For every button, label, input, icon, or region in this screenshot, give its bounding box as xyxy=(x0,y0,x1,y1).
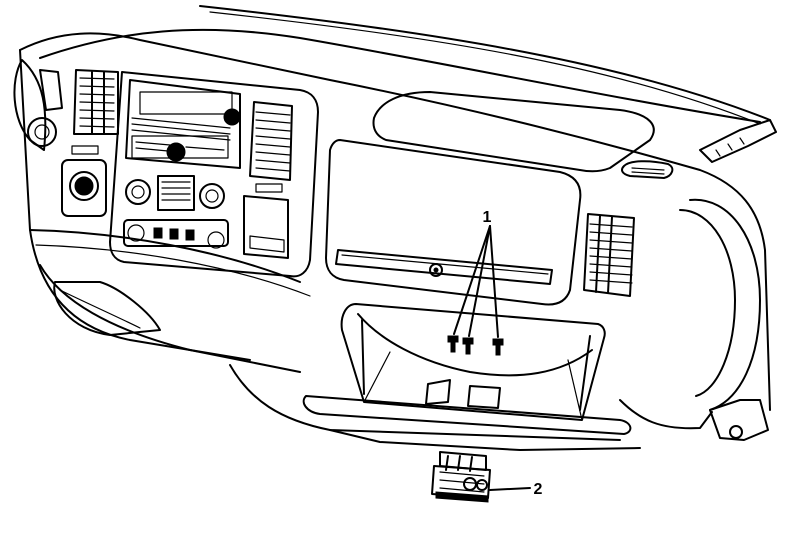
right-air-vent xyxy=(583,213,635,297)
callout-label-1: 1 xyxy=(483,209,492,226)
headlamp-switch xyxy=(61,145,107,217)
fastener-screw xyxy=(447,335,459,353)
fastener-screw xyxy=(492,338,504,356)
fastener-screw xyxy=(462,337,474,355)
center-stack xyxy=(109,71,319,278)
windshield-edge xyxy=(39,5,771,125)
defrost-grille xyxy=(621,160,674,179)
airbag-door xyxy=(372,91,655,173)
left-air-vent xyxy=(73,69,119,135)
glove-box-door xyxy=(325,139,582,306)
left-side-vent xyxy=(13,59,63,151)
callout-2-leader xyxy=(489,487,531,491)
fastener-screws xyxy=(447,335,504,356)
module-component xyxy=(431,451,491,503)
center-cubby xyxy=(243,195,289,259)
glove-box-bin xyxy=(302,303,632,435)
callout-1-leaders xyxy=(453,225,499,338)
center-right-vent xyxy=(249,101,293,193)
right-side-panel xyxy=(619,119,777,441)
dashboard-body xyxy=(19,32,771,451)
callout-label-2: 2 xyxy=(534,481,543,498)
